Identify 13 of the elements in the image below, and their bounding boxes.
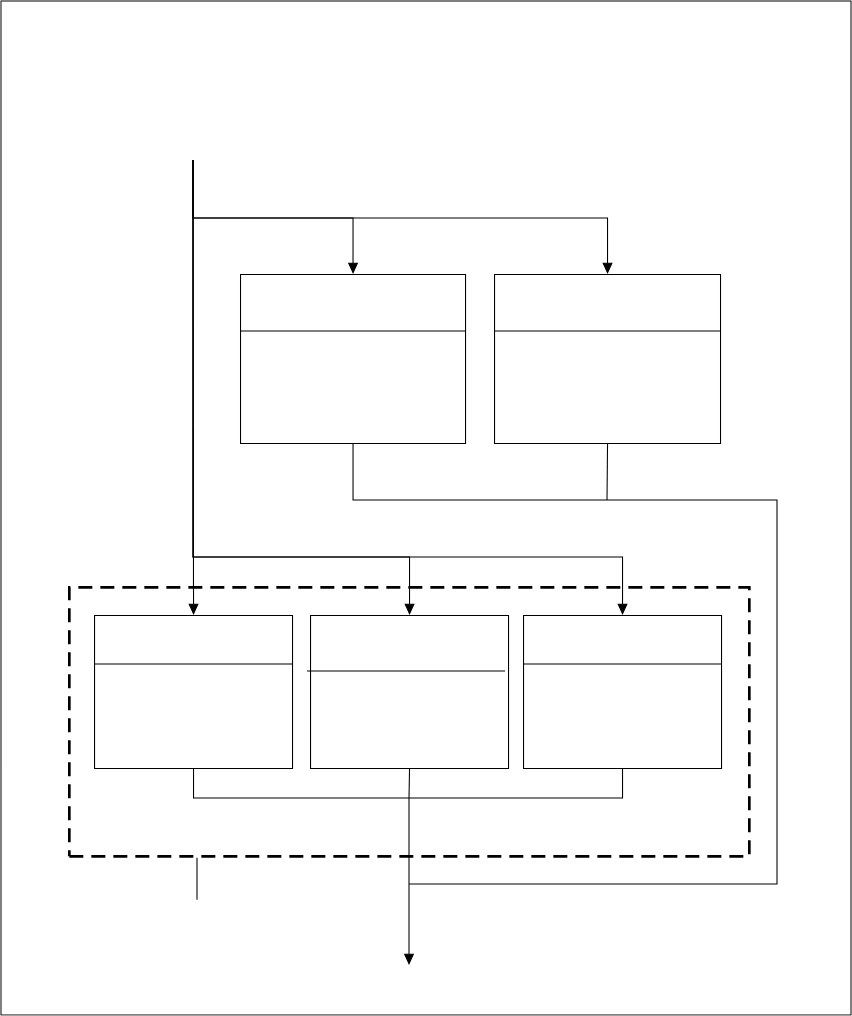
connector-line	[408, 768, 624, 799]
compartment-box	[522, 615, 723, 770]
compartment-box	[93, 615, 294, 770]
compartment-box	[239, 274, 467, 445]
connector-line	[193, 768, 410, 799]
connector-line	[408, 768, 411, 799]
compartment-box	[493, 274, 722, 445]
connector-line	[352, 443, 608, 501]
connector-line	[606, 443, 609, 501]
arrow	[188, 159, 199, 615]
connector-line	[408, 499, 778, 885]
compartment-box	[306, 615, 510, 770]
group-frame	[68, 586, 751, 858]
